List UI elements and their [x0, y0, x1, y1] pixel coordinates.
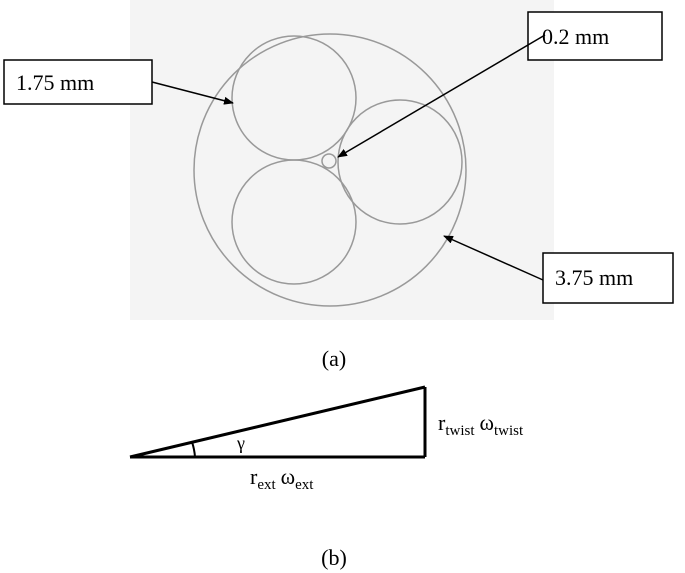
side-omega: ω [480, 410, 494, 435]
velocity-triangle [129, 385, 427, 459]
side-r: r [438, 410, 446, 435]
base-r-sub: ext [257, 477, 276, 493]
side-omega-sub: twist [494, 423, 524, 439]
angle-arc [191, 441, 196, 458]
arrow-1-75mm [151, 81, 234, 105]
right-circle [337, 99, 463, 225]
lower-circle [231, 159, 357, 285]
angle-gamma: γ [236, 433, 245, 453]
center-circle [321, 153, 337, 169]
label-0-2mm: 0.2 mm [527, 11, 663, 61]
base-r: r [250, 464, 258, 489]
arrow-0-2mm [337, 34, 546, 158]
cable-cross-section [193, 33, 467, 307]
triangle-hypotenuse [129, 385, 426, 459]
label-1-75mm-text: 1.75 mm [16, 70, 94, 95]
base-omega-sub: ext [295, 477, 314, 493]
caption-a: (a) [322, 346, 346, 371]
label-3-75mm-text: 3.75 mm [555, 265, 633, 290]
cross-section-panel [130, 0, 554, 320]
base-omega: ω [281, 464, 295, 489]
label-1-75mm: 1.75 mm [3, 59, 153, 105]
label-3-75mm: 3.75 mm [542, 252, 674, 304]
label-0-2mm-text: 0.2 mm [542, 24, 609, 49]
caption-b: (b) [321, 545, 347, 570]
outer-circle [193, 33, 467, 307]
arrow-3-75mm [443, 235, 544, 281]
side-r-sub: twist [445, 423, 475, 439]
